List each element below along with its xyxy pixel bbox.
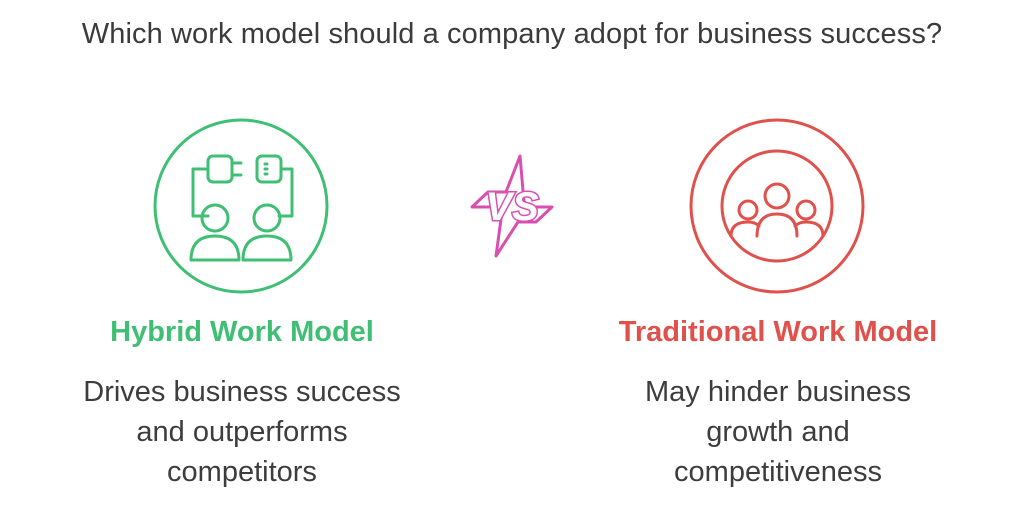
hybrid-description-line: Drives business success	[83, 376, 401, 408]
traditional-description: May hinder business growth and competiti…	[568, 372, 988, 492]
vs-text: VS	[485, 185, 539, 229]
plug-connection-people-icon	[153, 118, 329, 294]
traditional-description-line: competitiveness	[674, 456, 882, 488]
lightning-vs-icon: VS	[470, 154, 554, 258]
traditional-description-line: May hinder business	[645, 376, 911, 408]
hybrid-heading: Hybrid Work Model	[110, 316, 374, 348]
hybrid-description-line: competitors	[167, 456, 317, 488]
hybrid-description: Drives business success and outperforms …	[32, 372, 452, 492]
traditional-description-line: growth and	[706, 416, 850, 448]
traditional-icon-circle	[689, 118, 865, 294]
vs-badge: VS	[462, 152, 562, 262]
page-title: Which work model should a company adopt …	[81, 18, 943, 50]
group-people-icon	[689, 118, 865, 294]
hybrid-description-line: and outperforms	[136, 416, 348, 448]
traditional-heading: Traditional Work Model	[618, 316, 938, 348]
hybrid-icon-circle	[153, 118, 329, 294]
